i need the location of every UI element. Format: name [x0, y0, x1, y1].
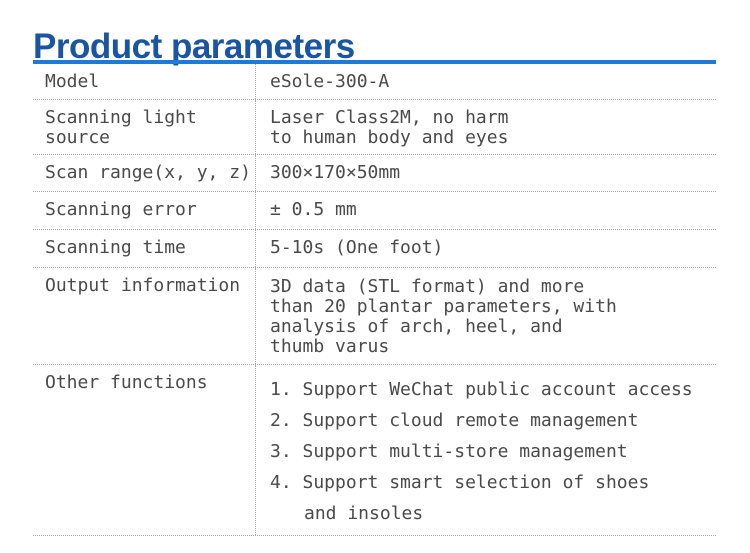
param-label-line: source: [45, 127, 111, 148]
param-value-scanning-time: 5-10s (One foot): [256, 230, 716, 267]
param-label-scan-range: Scan range(x, y, z): [33, 155, 256, 191]
param-label-output-information: Output information: [33, 268, 256, 364]
param-label-line: Other functions: [45, 372, 208, 393]
param-label-line: Scanning light: [45, 107, 197, 128]
param-label-scanning-error: Scanning error: [33, 192, 256, 229]
param-value-line: 300×170×50mm: [270, 162, 401, 183]
param-value-other-functions: 1. Support WeChat public account access 2…: [256, 365, 716, 535]
param-value-line: eSole-300-A: [270, 71, 390, 92]
table-row-model: Model eSole-300-A: [33, 64, 716, 100]
param-value-line: 1. Support WeChat public account access: [270, 379, 693, 400]
param-label-line: Output information: [45, 275, 241, 296]
param-value-model: eSole-300-A: [256, 64, 716, 99]
param-value-line: ± 0.5 mm: [270, 199, 357, 220]
param-label-line: Scanning time: [45, 237, 186, 258]
param-label-line: Scanning error: [45, 199, 197, 220]
table-row-output-information: Output information 3D data (STL format) a…: [33, 268, 716, 365]
param-value-scan-range: 300×170×50mm: [256, 155, 716, 191]
param-value-line: thumb varus: [270, 336, 390, 357]
param-value-line: 3D data (STL format) and more: [270, 276, 585, 297]
param-label-line: Scan range(x, y, z): [45, 162, 251, 183]
param-value-line: and insoles: [304, 503, 424, 524]
param-label-other-functions: Other functions: [33, 365, 256, 535]
param-value-line: 2. Support cloud remote management: [270, 410, 639, 431]
param-value-line: 4. Support smart selection of shoes: [270, 472, 650, 493]
param-value-line: than 20 plantar parameters, with: [270, 296, 617, 317]
param-value-line: 3. Support multi-store management: [270, 441, 628, 462]
table-row-scan-range: Scan range(x, y, z) 300×170×50mm: [33, 155, 716, 192]
table-row-scanning-error: Scanning error ± 0.5 mm: [33, 192, 716, 230]
param-value-scanning-error: ± 0.5 mm: [256, 192, 716, 229]
table-row-scanning-time: Scanning time 5-10s (One foot): [33, 230, 716, 268]
param-label-line: Model: [45, 71, 100, 92]
page-title: Product parameters: [33, 27, 355, 67]
param-value-line: to human body and eyes: [270, 127, 509, 148]
param-value-line: analysis of arch, heel, and: [270, 316, 563, 337]
table-row-other-functions: Other functions 1. Support WeChat public …: [33, 365, 716, 536]
param-value-line: 5-10s (One foot): [270, 237, 444, 258]
param-label-model: Model: [33, 64, 256, 99]
param-value-line: Laser Class2M, no harm: [270, 107, 509, 128]
param-label-scanning-time: Scanning time: [33, 230, 256, 267]
